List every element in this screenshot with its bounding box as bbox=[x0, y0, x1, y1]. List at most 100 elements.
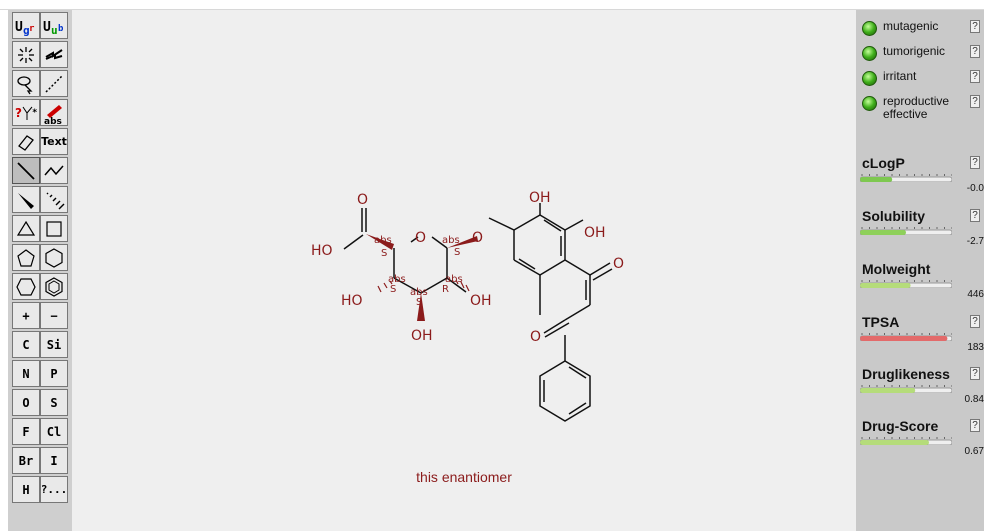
atom-c-button[interactable]: C bbox=[12, 331, 40, 358]
atom-o-button[interactable]: O bbox=[12, 389, 40, 416]
abs-stereo-label: abs bbox=[388, 274, 406, 285]
abs-stereo-label: abs bbox=[374, 235, 392, 246]
benzene-ring-icon[interactable] bbox=[40, 273, 68, 300]
hash-bond bbox=[377, 279, 470, 293]
text-tool-button[interactable]: Text bbox=[40, 128, 68, 155]
top-border bbox=[0, 0, 984, 10]
pentagon-ring-icon[interactable] bbox=[12, 244, 40, 271]
eraser-icon[interactable] bbox=[12, 128, 40, 155]
o-link-label: O bbox=[472, 230, 483, 246]
atom-n-label: N bbox=[22, 366, 30, 381]
metric-title: Solubility bbox=[862, 208, 925, 224]
metric-bar-fill bbox=[860, 283, 911, 288]
decrease-charge-button[interactable]: − bbox=[40, 302, 68, 329]
dashed-line-icon[interactable] bbox=[40, 70, 68, 97]
help-button[interactable]: ? bbox=[970, 315, 980, 328]
help-button[interactable]: ? bbox=[970, 45, 980, 58]
ho-label: HO bbox=[311, 243, 333, 259]
metric-bar bbox=[860, 174, 952, 182]
r-stereo-label: R bbox=[442, 284, 449, 295]
o-ring-label: O bbox=[415, 230, 426, 246]
help-button[interactable]: ? bbox=[970, 156, 980, 169]
risk-label: tumorigenic bbox=[883, 44, 946, 58]
atom-h-button[interactable]: H bbox=[12, 476, 40, 503]
metric-bar-fill bbox=[860, 440, 929, 445]
metric-value: -0.0 bbox=[966, 183, 984, 194]
metric-value: -2.7 bbox=[966, 236, 984, 247]
svg-text:r: r bbox=[29, 24, 35, 34]
atom-p-button[interactable]: P bbox=[40, 360, 68, 387]
metric-bar bbox=[860, 280, 952, 288]
help-button[interactable]: ? bbox=[970, 419, 980, 432]
atom-cl-button[interactable]: Cl bbox=[40, 418, 68, 445]
oh-ring-label: OH bbox=[470, 293, 492, 309]
ruler-ticks bbox=[861, 227, 952, 229]
plus-label: + bbox=[22, 308, 30, 323]
metric-bar bbox=[860, 385, 952, 393]
wedge-bond bbox=[447, 236, 478, 248]
help-button[interactable]: ? bbox=[970, 70, 980, 83]
text-tool-label: Text bbox=[41, 135, 67, 148]
atom-p-label: P bbox=[50, 366, 58, 381]
flip-arrow-icon[interactable] bbox=[40, 41, 68, 68]
atom-n-button[interactable]: N bbox=[12, 360, 40, 387]
ruler-ticks bbox=[861, 174, 952, 176]
help-button[interactable]: ? bbox=[970, 95, 980, 108]
svg-text:b: b bbox=[58, 24, 64, 34]
metric-bar-fill bbox=[860, 230, 906, 235]
help-button[interactable]: ? bbox=[970, 367, 980, 380]
lasso-select-icon[interactable] bbox=[12, 70, 40, 97]
atom-cl-label: Cl bbox=[46, 424, 62, 439]
atom-s-button[interactable]: S bbox=[40, 389, 68, 416]
atom-h-label: H bbox=[22, 482, 30, 497]
metric-bar-fill bbox=[860, 177, 893, 182]
risk-row-tumorigenic: tumorigenic bbox=[862, 45, 945, 61]
metric-bar-fill bbox=[860, 388, 916, 393]
hash-bond-icon[interactable] bbox=[40, 186, 68, 213]
abs-label: abs bbox=[44, 117, 62, 125]
increase-charge-button[interactable]: + bbox=[12, 302, 40, 329]
atom-i-label: I bbox=[50, 453, 58, 468]
svg-text:*: * bbox=[32, 108, 37, 118]
wedge-bond-icon[interactable] bbox=[12, 186, 40, 213]
more-atoms-button[interactable]: ?... bbox=[40, 476, 68, 503]
ruler-ticks bbox=[861, 280, 952, 282]
cyclohexane-ring-icon[interactable] bbox=[12, 273, 40, 300]
risk-label: reproductive effective bbox=[883, 94, 950, 121]
single-bond-icon[interactable] bbox=[12, 157, 40, 184]
metric-value: 0.84 bbox=[964, 394, 984, 405]
atom-br-button[interactable]: Br bbox=[12, 447, 40, 474]
molecule-canvas[interactable]: HO O O O OH OH O HO OH OH O abs S abs S … bbox=[72, 10, 856, 531]
risk-row-irritant: irritant bbox=[862, 70, 916, 86]
svg-text:u: u bbox=[51, 24, 58, 37]
help-button[interactable]: ? bbox=[970, 20, 980, 33]
chain-bond-icon[interactable] bbox=[40, 157, 68, 184]
metric-bar bbox=[860, 437, 952, 445]
clear-sparkle-icon[interactable] bbox=[12, 41, 40, 68]
atom-f-button[interactable]: F bbox=[12, 418, 40, 445]
help-button[interactable]: ? bbox=[970, 209, 980, 222]
more-atoms-label: ?... bbox=[40, 483, 68, 496]
atom-si-button[interactable]: Si bbox=[40, 331, 68, 358]
svg-text:U: U bbox=[43, 20, 51, 35]
triangle-ring-icon[interactable] bbox=[12, 215, 40, 242]
hexagon-ring-icon[interactable] bbox=[40, 244, 68, 271]
query-feature-icon[interactable]: ?* bbox=[12, 99, 40, 126]
square-ring-icon[interactable] bbox=[40, 215, 68, 242]
s-stereo-label: S bbox=[454, 247, 460, 258]
atom-o-label: O bbox=[22, 395, 30, 410]
metric-bar-fill bbox=[860, 336, 948, 341]
oh-bottom-label: OH bbox=[411, 328, 433, 344]
atom-c-label: C bbox=[22, 337, 30, 352]
bond-lines bbox=[343, 203, 613, 422]
abs-stereo-icon[interactable]: abs bbox=[40, 99, 68, 126]
atom-i-button[interactable]: I bbox=[40, 447, 68, 474]
s-stereo-label: S bbox=[381, 248, 387, 259]
abs-stereo-label: abs bbox=[442, 235, 460, 246]
metric-title: Drug-Score bbox=[862, 418, 939, 434]
s-stereo-label: S bbox=[416, 297, 422, 308]
metric-title: Druglikeness bbox=[862, 366, 950, 382]
